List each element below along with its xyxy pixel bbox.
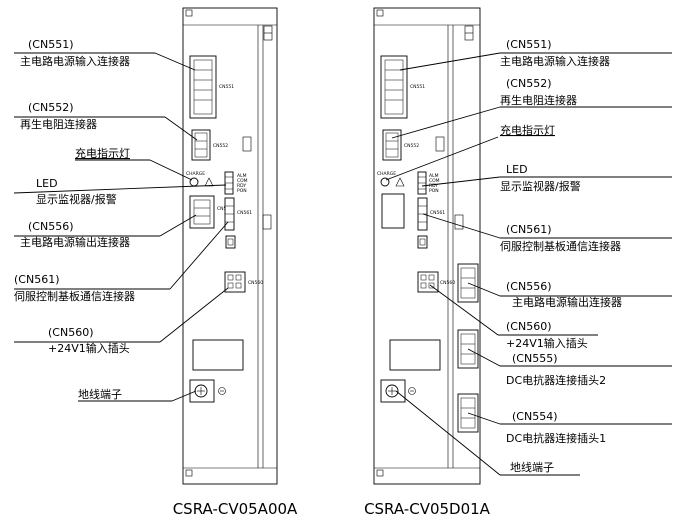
- right-cn555-desc: DC电抗器连接插头2: [506, 373, 606, 387]
- right-cn561-desc: 伺服控制基板通信连接器: [500, 239, 621, 253]
- right-cn561-connector: CN561: [417, 197, 445, 231]
- left-cn561-connector: CN561: [224, 197, 252, 231]
- right-com-mark: COM: [429, 178, 440, 184]
- right-small-socket: [417, 235, 428, 249]
- left-cn561-mark: CN561: [237, 210, 252, 216]
- right-led-desc: 显示监视器/报警: [500, 179, 581, 193]
- left-charge-lamp-label: 充电指示灯: [75, 146, 130, 160]
- left-led-code: LED: [36, 177, 58, 190]
- right-cn551-code: (CN551): [506, 38, 552, 51]
- right-rdy-mark: RDY: [429, 183, 438, 189]
- right-alm-mark: ALM: [429, 173, 439, 179]
- right-model-caption: CSRA-CV05D01A: [364, 500, 491, 518]
- right-cn560-mark: CN560: [440, 280, 455, 286]
- left-cn552-mark: CN552: [213, 143, 228, 149]
- left-cn561-desc: 伺服控制基板通信连接器: [14, 289, 135, 303]
- left-cn551-desc: 主电路电源输入连接器: [20, 54, 130, 68]
- left-cn551-code: (CN551): [28, 38, 74, 51]
- right-ground-terminal: [380, 379, 416, 403]
- right-charge-lamp: CHARGE: [377, 171, 405, 187]
- left-alm-mark: ALM: [237, 173, 247, 179]
- left-chassis: [182, 7, 278, 485]
- left-led-block: ALM COM RDY PON: [224, 171, 248, 195]
- right-cn551-mark: CN551: [410, 84, 425, 90]
- right-charge-mark: CHARGE: [377, 171, 396, 177]
- right-cn552-connector: CN552: [382, 129, 419, 161]
- right-cn552-mark: CN552: [404, 143, 419, 149]
- right-charge-lamp-label: 充电指示灯: [500, 123, 555, 137]
- right-led-code: LED: [506, 163, 528, 176]
- left-pon-mark: PON: [237, 188, 247, 194]
- right-cn551-connector: CN551: [380, 55, 425, 119]
- left-com-mark: COM: [237, 178, 248, 184]
- left-model-caption: CSRA-CV05A00A: [173, 500, 298, 518]
- left-unit: CN551 CN552 CHARGE ALM COM RDY PON: [13, 7, 298, 518]
- right-name-plate: [389, 339, 441, 371]
- left-charge-lamp: CHARGE: [186, 171, 214, 187]
- left-led-desc: 显示监视器/报警: [36, 192, 117, 206]
- right-cn554-desc: DC电抗器连接插头1: [506, 431, 606, 445]
- right-led-block: ALM COM RDY PON: [417, 171, 440, 195]
- left-cn552-code: (CN552): [28, 101, 74, 114]
- left-cn556-code: (CN556): [28, 220, 74, 233]
- right-blank-plate: [381, 193, 405, 229]
- right-ground-label: 地线端子: [510, 460, 554, 474]
- right-cn560-desc: +24V1输入插头: [506, 336, 588, 350]
- left-cn551-mark: CN551: [219, 84, 234, 90]
- left-cn561-code: (CN561): [14, 273, 60, 286]
- right-unit: CN551 CN552 CHARGE ALM COM RDY PON: [364, 7, 672, 518]
- left-small-socket: [225, 235, 236, 249]
- left-cn551-connector: CN551: [189, 55, 234, 119]
- right-cn552-desc: 再生电阻连接器: [500, 93, 577, 107]
- left-warning-icon: [204, 177, 214, 187]
- right-cn556-code: (CN556): [506, 280, 552, 293]
- right-ground-icon: [408, 387, 416, 395]
- right-warning-icon: [395, 177, 405, 187]
- right-cn560-connector: CN560: [417, 271, 455, 293]
- left-ground-icon: [218, 387, 226, 395]
- left-rdy-mark: RDY: [237, 183, 246, 189]
- right-cn561-code: (CN561): [506, 223, 552, 236]
- left-cn552-desc: 再生电阻连接器: [20, 117, 97, 131]
- left-cn560-code: (CN560): [48, 326, 94, 339]
- right-cn556-desc: 主电路电源输出连接器: [512, 295, 622, 309]
- right-cn555-code: (CN555): [512, 352, 558, 365]
- right-pon-mark: PON: [429, 188, 439, 194]
- right-cn554-code: (CN554): [512, 410, 558, 423]
- left-cn560-connector: CN560: [224, 271, 263, 293]
- right-cn552-code: (CN552): [506, 77, 552, 90]
- right-cn561-mark: CN561: [430, 210, 445, 216]
- left-cn560-desc: +24V1输入插头: [48, 341, 130, 355]
- left-ground-label: 地线端子: [78, 387, 122, 401]
- left-cn552-connector: CN552: [191, 129, 228, 161]
- left-name-plate: [192, 339, 244, 371]
- right-chassis: [373, 7, 481, 485]
- right-cn551-desc: 主电路电源输入连接器: [500, 54, 610, 68]
- left-charge-mark: CHARGE: [186, 171, 205, 177]
- left-ground-terminal: [189, 379, 226, 403]
- left-cn560-mark: CN560: [248, 280, 263, 286]
- left-cn556-desc: 主电路电源输出连接器: [20, 235, 130, 249]
- right-cn560-code: (CN560): [506, 320, 552, 333]
